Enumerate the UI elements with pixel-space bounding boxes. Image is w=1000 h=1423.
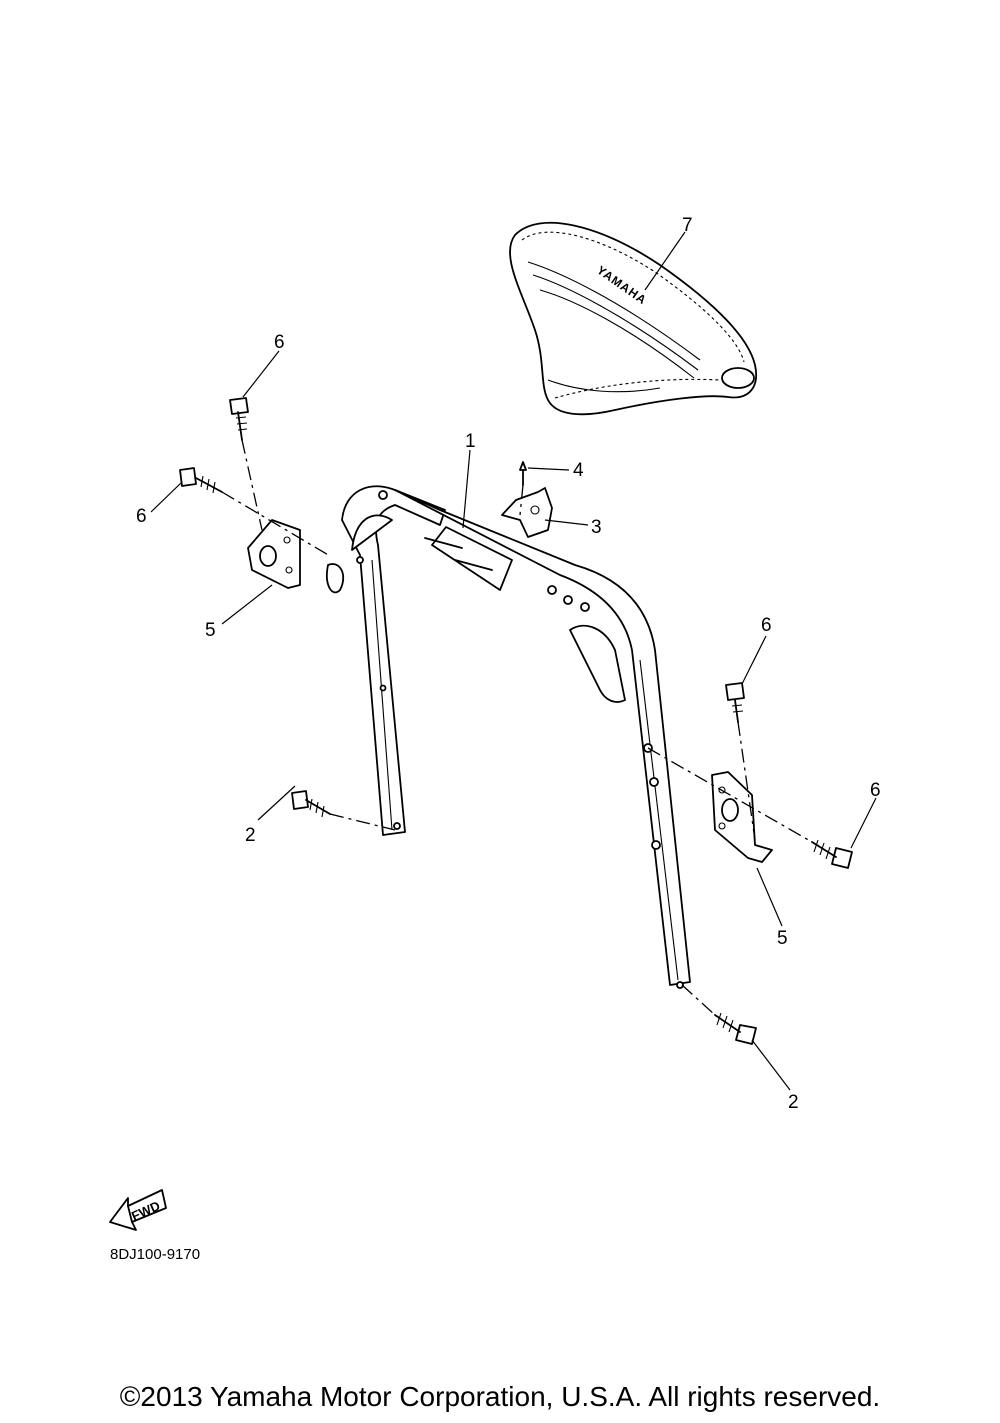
callout-6-top-left: 6 (274, 332, 285, 353)
diagram-code: 8DJ100-9170 (110, 1246, 201, 1263)
callout-5-left: 5 (205, 620, 216, 641)
callout-6-right: 6 (870, 780, 881, 801)
leader-lines (150, 231, 877, 1091)
fwd-arrow-icon: FWD (109, 1189, 167, 1231)
callout-6-left: 6 (136, 506, 147, 527)
bolt-part-6-right (811, 839, 853, 869)
callout-1: 1 (465, 431, 476, 452)
frame-part-1 (341, 485, 691, 989)
callout-5-right: 5 (777, 928, 788, 949)
fwd-label: FWD (129, 1198, 162, 1224)
bolt-part-2-right (714, 1012, 757, 1045)
copyright-notice: ©2013 Yamaha Motor Corporation, U.S.A. A… (119, 1381, 881, 1412)
callout-4: 4 (573, 460, 584, 481)
bolt-part-6-right-top (725, 682, 745, 723)
callout-2-right: 2 (788, 1092, 799, 1113)
callout-2-left: 2 (245, 825, 256, 846)
assembly-lines (221, 439, 813, 1016)
callout-6-right-top: 6 (761, 615, 772, 636)
bolt-part-2-left (291, 790, 331, 818)
right-bracket-part-5 (711, 771, 773, 863)
callout-7: 7 (682, 215, 693, 236)
bolt-part-6-left (179, 467, 223, 494)
bracket-part-3 (501, 487, 553, 538)
callouts: 7 6 6 1 4 3 5 6 6 2 5 2 (136, 215, 881, 1113)
clip-part-4 (519, 461, 527, 486)
left-bracket-part-5 (247, 519, 345, 594)
callout-3: 3 (591, 517, 602, 538)
bolt-part-6-top-left (229, 397, 249, 441)
seat-part-7: YAMAHA (509, 221, 757, 416)
